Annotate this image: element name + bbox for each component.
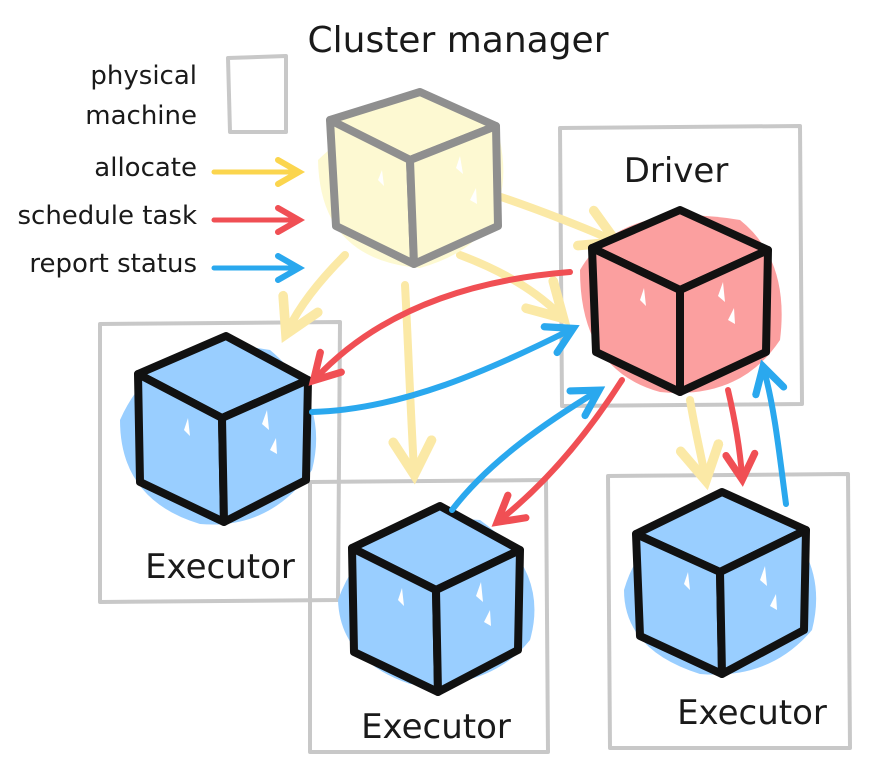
allocate-arrow-executor-middle (388, 281, 437, 485)
executor-middle-cube (338, 502, 535, 696)
executor-right-cube (624, 488, 817, 678)
schedule-arrow-executor-left (308, 269, 573, 386)
executor-left-label: Executor (145, 547, 295, 587)
allocate-arrow-executor-right (675, 396, 724, 491)
legend-schedule-label: schedule task (17, 201, 197, 231)
executor-left-cube (120, 332, 317, 526)
machine-frame-executor-middle (308, 478, 550, 754)
allocate-arrow-executor-left (278, 251, 349, 344)
schedule-arrow-executor-right (722, 387, 759, 487)
schedule-arrows (308, 269, 759, 527)
legend: physical machine allocate schedule task … (17, 61, 197, 279)
legend-allocate-label: allocate (94, 153, 197, 183)
executor-right-label: Executor (677, 693, 827, 733)
driver-label: Driver (624, 151, 729, 191)
report-arrow-executor-left (309, 323, 580, 415)
machine-frame-executor-right (606, 472, 852, 750)
report-arrow-executor-middle (449, 386, 606, 513)
legend-machine-swatch (226, 54, 288, 134)
report-arrow-executor-right (752, 359, 789, 507)
legend-report-label: report status (29, 249, 197, 279)
legend-arrows (211, 157, 306, 283)
executor-middle-label: Executor (361, 707, 511, 747)
schedule-arrow-executor-middle (491, 377, 625, 527)
legend-physical-line1: physical (90, 61, 197, 91)
driver-cube (580, 206, 782, 396)
legend-physical-line2: machine (85, 101, 197, 131)
cluster-manager-title: Cluster manager (307, 20, 608, 61)
allocate-arrow-driver (494, 192, 626, 251)
report-arrows (309, 323, 789, 513)
cluster-manager-cube (318, 88, 504, 269)
